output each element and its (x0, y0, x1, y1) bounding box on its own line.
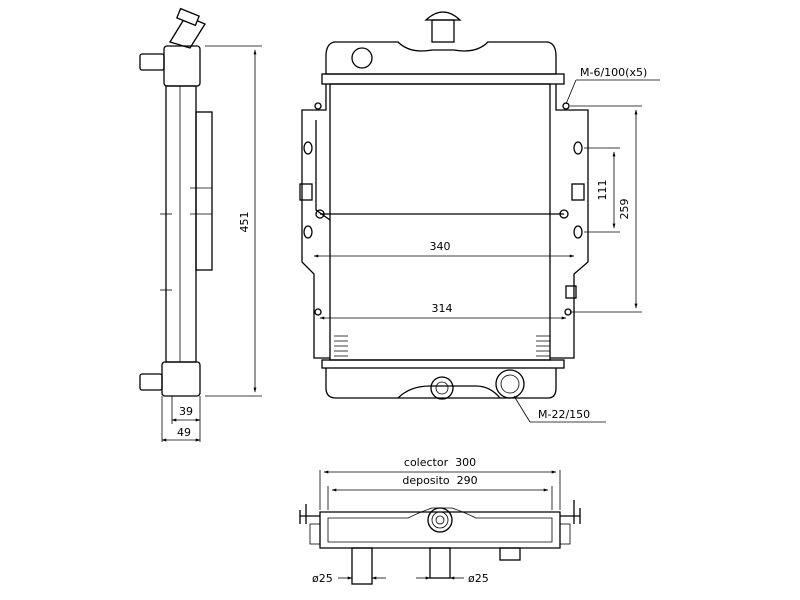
height-label: 451 (238, 212, 251, 233)
depth-49-label: 49 (177, 426, 191, 439)
spacing-259-label: 259 (618, 199, 631, 220)
spacing-111-label: 111 (596, 180, 609, 201)
front-view: 340 314 111 259 M-6/100(x5) M-22/150 (299, 11, 660, 423)
depth-39-label: 39 (179, 405, 193, 418)
bottom-view: deposito 290 colector 300 deposito 290 ø… (299, 456, 581, 585)
collector-width-label: colector 300 (404, 456, 476, 469)
width-314-label: 314 (432, 302, 453, 315)
tank-width-label: deposito 290 (402, 474, 477, 487)
drain-thread-callout: M-22/150 (538, 408, 590, 421)
mount-thread-callout: M-6/100(x5) (580, 66, 647, 79)
side-view: 451 39 49 (139, 7, 262, 442)
pipe-right-diameter: ø25 (468, 572, 489, 585)
width-340-label: 340 (430, 240, 451, 253)
pipe-left-diameter: ø25 (312, 572, 333, 585)
